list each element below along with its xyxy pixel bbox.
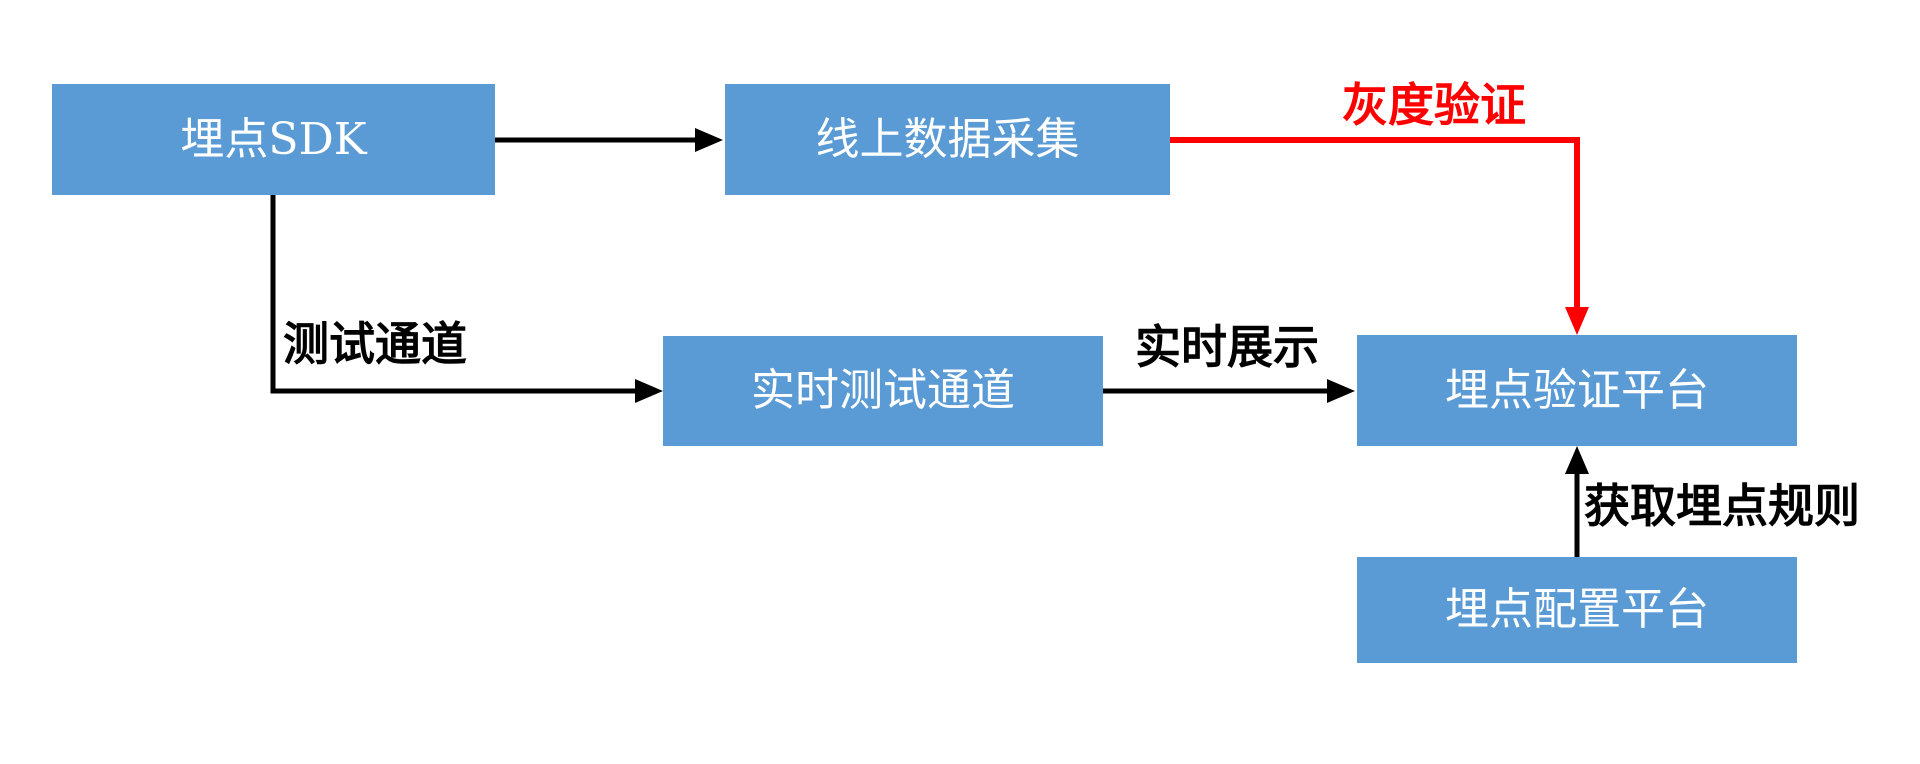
node-tracking-sdk: 埋点SDK: [52, 84, 495, 195]
node-online-data-collection: 线上数据采集: [725, 84, 1170, 195]
node-tracking-verification-platform: 埋点验证平台: [1357, 335, 1797, 446]
arrow-sdk-to-realtime-test: [270, 195, 663, 403]
edge-label-fetch-tracking-rules: 获取埋点规则: [1584, 479, 1860, 533]
arrow-online-collection-to-verification: [1170, 137, 1589, 335]
node-tracking-config-platform: 埋点配置平台: [1357, 557, 1797, 663]
arrow-sdk-to-online-collection: [495, 128, 723, 152]
edge-label-test-channel: 测试通道: [283, 317, 467, 371]
edge-label-realtime-display: 实时展示: [1135, 320, 1319, 374]
edge-label-gray-verification: 灰度验证: [1342, 78, 1526, 132]
node-realtime-test-channel: 实时测试通道: [663, 336, 1103, 446]
arrow-realtime-test-to-verification: [1103, 379, 1355, 403]
